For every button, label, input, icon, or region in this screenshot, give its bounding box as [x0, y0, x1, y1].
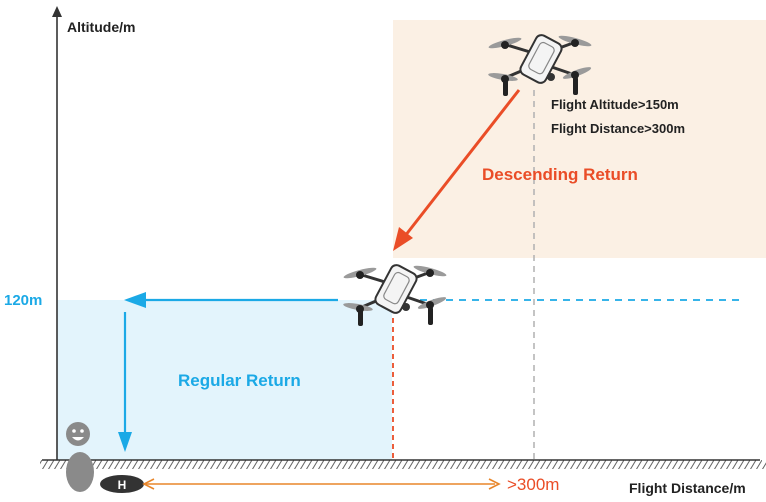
home-pad-letter: H — [118, 478, 127, 492]
y-axis-label: Altitude/m — [67, 19, 135, 35]
drone-icon — [341, 261, 449, 328]
distance-arrow-right-head — [488, 478, 501, 490]
y-axis-arrowhead — [52, 6, 62, 17]
condition-altitude-text: Flight Altitude>150m — [551, 97, 679, 112]
descending-return-label: Descending Return — [482, 165, 638, 184]
descending-zone — [393, 20, 766, 258]
regular-return-arrowhead — [124, 292, 146, 308]
descending-return-arrow-line — [403, 89, 521, 237]
regular-return-label: Regular Return — [178, 371, 301, 390]
landing-arrowhead — [118, 432, 132, 452]
person-icon — [66, 422, 94, 492]
condition-distance-text: Flight Distance>300m — [551, 121, 685, 136]
regular-zone — [57, 300, 392, 460]
x-axis-label: Flight Distance/m — [629, 480, 746, 496]
distance-label: >300m — [507, 475, 559, 494]
altitude-mark-label: 120m — [4, 292, 42, 309]
descending-return-arrowhead — [393, 227, 413, 251]
ground — [40, 460, 766, 469]
distance-arrow-left-head — [142, 478, 155, 490]
home-pad-icon: H — [100, 475, 144, 493]
